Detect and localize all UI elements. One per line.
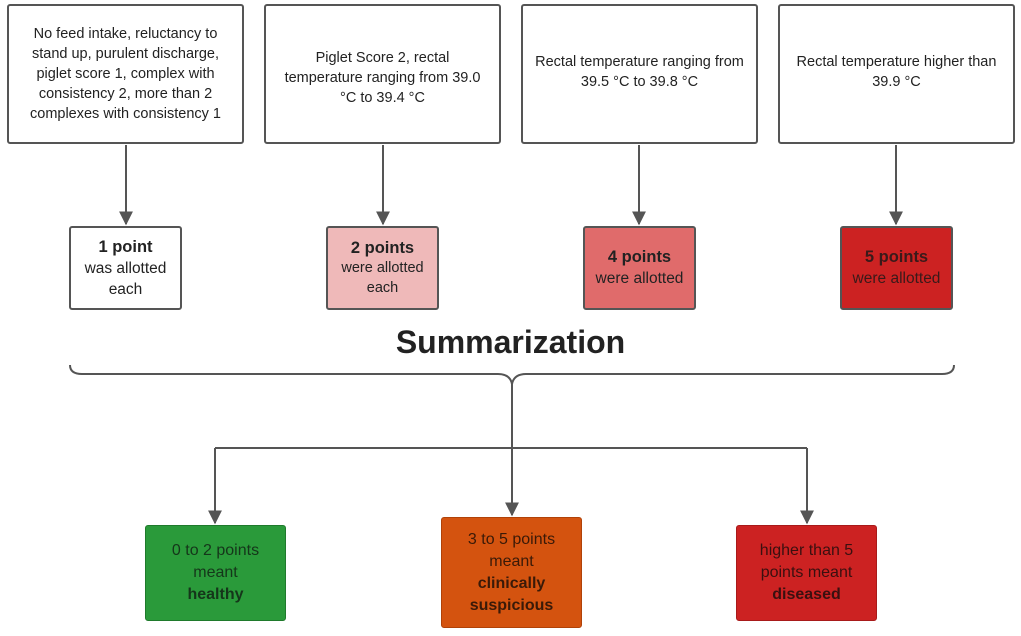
points-label-3: 4 points	[607, 248, 672, 266]
points-label-1: 1 point	[98, 237, 153, 256]
outcome-label-3: diseased	[772, 586, 841, 603]
points-box-2: 2 points were allotted each	[326, 226, 439, 310]
criteria-box-3: Rectal temperature ranging from 39.5 °C …	[521, 4, 758, 144]
outcome-box-healthy: 0 to 2 points meant healthy	[145, 525, 286, 621]
outcome-label-2: clinically suspicious	[469, 574, 554, 614]
criteria-box-1: No feed intake, reluctancy to stand up, …	[7, 4, 244, 144]
outcome-box-diseased: higher than 5 points meant diseased	[736, 525, 877, 621]
points-desc-2: were allotted each	[341, 260, 424, 296]
outcome-label-1: healthy	[187, 586, 244, 603]
points-label-2: 2 points	[350, 239, 415, 257]
points-label-4: 5 points	[864, 248, 929, 266]
points-desc-4: were allotted	[852, 270, 941, 287]
outcome-text-2: 3 to 5 points meant	[467, 530, 556, 570]
criteria-text-2: Piglet Score 2, rectal temperature rangi…	[284, 50, 481, 106]
criteria-text-1: No feed intake, reluctancy to stand up, …	[30, 26, 221, 122]
outcome-text-1: 0 to 2 points meant	[171, 542, 260, 581]
outcome-box-suspicious: 3 to 5 points meant clinically suspiciou…	[441, 517, 582, 628]
outcome-text-3: higher than 5 points meant	[759, 542, 854, 581]
points-box-1: 1 point was allotted each	[69, 226, 182, 310]
summary-title: Summarization	[395, 324, 626, 360]
summary-brace	[69, 364, 955, 385]
criteria-box-4: Rectal temperature higher than 39.9 °C	[778, 4, 1015, 144]
points-box-3: 4 points were allotted	[583, 226, 696, 310]
criteria-box-2: Piglet Score 2, rectal temperature rangi…	[264, 4, 501, 144]
points-desc-3: were allotted	[595, 270, 684, 287]
points-box-4: 5 points were allotted	[840, 226, 953, 310]
points-desc-1: was allotted each	[84, 259, 167, 298]
criteria-text-4: Rectal temperature higher than 39.9 °C	[796, 54, 997, 90]
criteria-text-3: Rectal temperature ranging from 39.5 °C …	[535, 54, 744, 90]
